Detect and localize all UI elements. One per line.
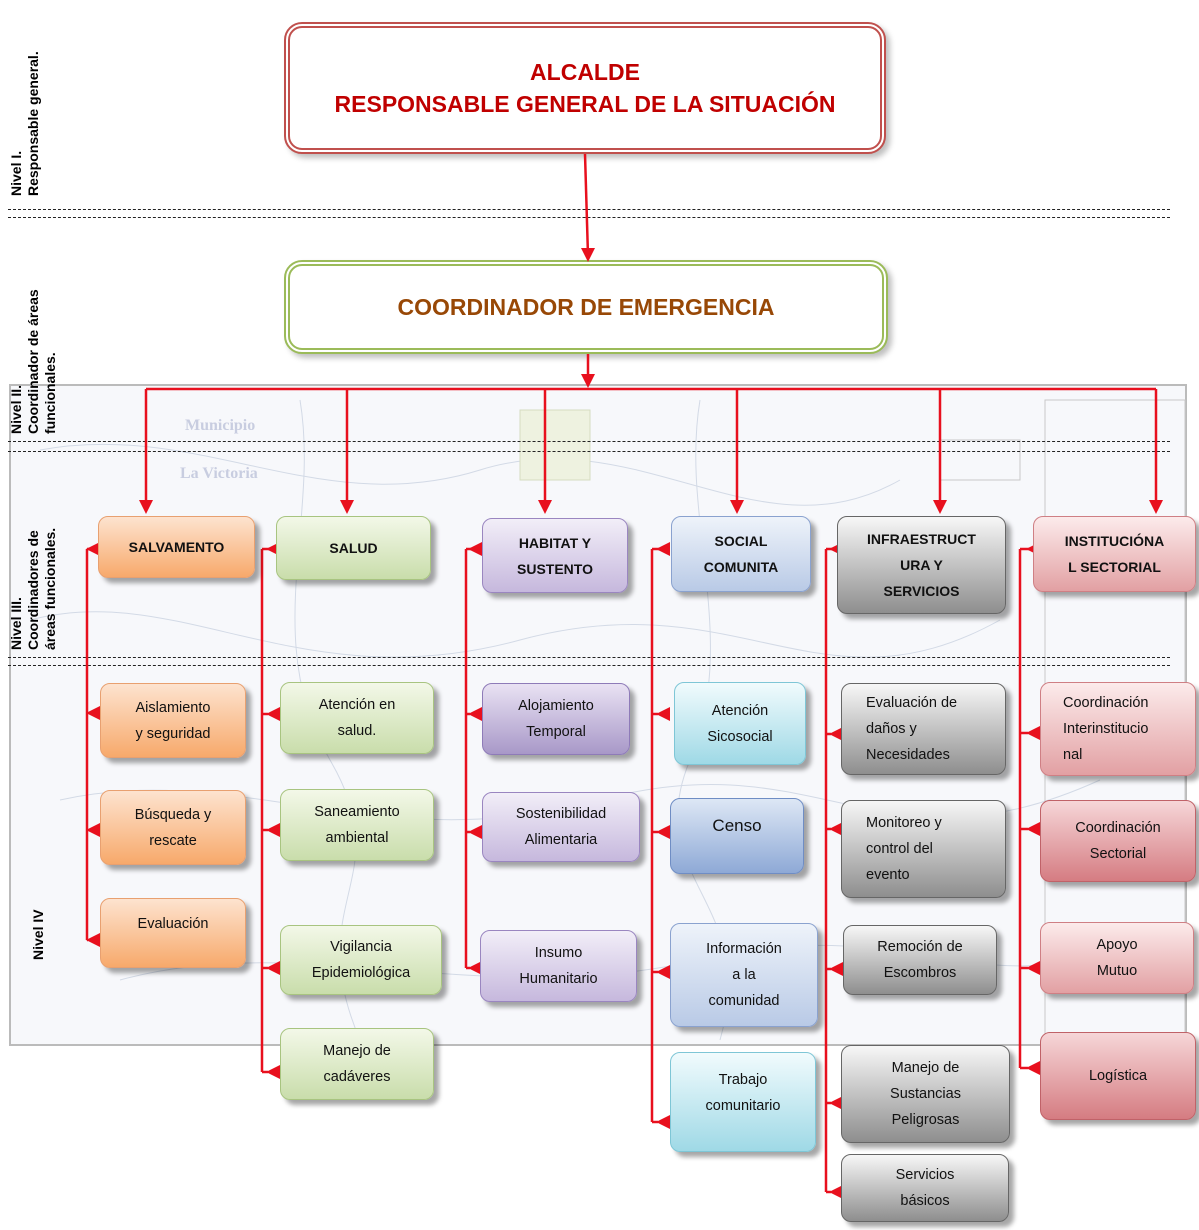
item-aislamiento-y-seguridad: Aislamiento y seguridad xyxy=(100,683,246,758)
arrow-header-3 xyxy=(656,542,670,556)
arrow-row-3-3 xyxy=(656,1115,670,1129)
map-label-la-victoria: La Victoria xyxy=(180,465,258,482)
map-label-municipio: Municipio xyxy=(185,417,255,434)
arrow-row-0-1 xyxy=(86,823,100,837)
arrow-row-1-2 xyxy=(266,961,280,975)
arrow-row-4-0 xyxy=(829,727,843,741)
header-salud: SALUD xyxy=(276,516,431,580)
arrow-row-5-1 xyxy=(1026,822,1040,836)
coordinador-box: COORDINADOR DE EMERGENCIA xyxy=(284,260,888,354)
item-logistica: Logística xyxy=(1040,1032,1196,1120)
alcalde-subtitle: RESPONSABLE GENERAL DE LA SITUACIÓN xyxy=(334,91,836,117)
item-manejo-de-cadaveres: Manejo de cadáveres xyxy=(280,1028,434,1100)
coordinador-title: COORDINADOR DE EMERGENCIA xyxy=(397,293,775,320)
arrow-row-1-3 xyxy=(266,1065,280,1079)
header-social-comunita: SOCIAL COMUNITA xyxy=(671,516,811,592)
arrow-drop-4 xyxy=(933,500,947,514)
item-atencion-sicosocial: Atención Sicosocial xyxy=(674,682,806,765)
item-manejo-de-sustancias-peligrosas: Manejo de Sustancias Peligrosas xyxy=(841,1045,1010,1143)
arrow-drop-3 xyxy=(730,500,744,514)
arrow-drop-2 xyxy=(538,500,552,514)
item-saneamiento-ambiental: Saneamiento ambiental xyxy=(280,789,434,861)
arrow-row-5-2 xyxy=(1026,961,1040,975)
item-coordinacion-sectorial: Coordinación Sectorial xyxy=(1040,800,1196,882)
arrow-header-2 xyxy=(468,542,482,556)
header-infraestructura-y-servicios: INFRAESTRUCT URA Y SERVICIOS xyxy=(837,516,1006,614)
connector-alcalde-coordinador xyxy=(583,153,590,257)
arrow-row-2-0 xyxy=(468,707,482,721)
arrow-header-0 xyxy=(86,542,100,556)
item-censo: Censo xyxy=(670,798,804,874)
arrow-row-4-1 xyxy=(829,822,843,836)
item-alojamiento-temporal: Alojamiento Temporal xyxy=(482,683,630,755)
separator-level-2 xyxy=(8,441,1170,442)
separator-level-3b xyxy=(8,665,1170,666)
arrow-row-4-4 xyxy=(829,1185,843,1199)
arrow-row-3-1 xyxy=(656,825,670,839)
header-institucional-sectorial: INSTITUCIÓNA L SECTORIAL xyxy=(1033,516,1196,592)
separator-level-1 xyxy=(8,209,1170,210)
item-evaluacion-de-danos: Evaluación de daños y Necesidades xyxy=(841,683,1006,775)
item-trabajo-comunitario: Trabajo comunitario xyxy=(670,1052,816,1152)
item-insumo-humanitario: Insumo Humanitario xyxy=(480,930,637,1002)
arrow-drop-0 xyxy=(139,500,153,514)
arrow-row-4-3 xyxy=(829,1096,843,1110)
arrow-row-1-0 xyxy=(266,707,280,721)
item-sostenibilidad-alimentaria: Sostenibilidad Alimentaria xyxy=(482,792,640,862)
arrow-row-3-2 xyxy=(656,965,670,979)
arrow-row-1-1 xyxy=(266,823,280,837)
separator-level-1b xyxy=(8,217,1170,218)
item-informacion-a-la-comunidad: Información a la comunidad xyxy=(670,923,818,1027)
alcalde-box: ALCALDE RESPONSABLE GENERAL DE LA SITUAC… xyxy=(284,22,886,154)
alcalde-title: ALCALDE xyxy=(530,59,640,85)
arrow-to-bus xyxy=(581,374,595,388)
arrow-row-5-3 xyxy=(1026,1061,1040,1075)
arrow-row-0-0 xyxy=(86,706,100,720)
arrow-row-2-2 xyxy=(468,961,482,975)
item-remocion-de-escombros: Remoción de Escombros xyxy=(843,925,997,995)
arrow-row-0-2 xyxy=(86,933,100,947)
item-apoyo-mutuo: Apoyo Mutuo xyxy=(1040,922,1194,994)
item-monitoreo-y-control: Monitoreo y control del evento xyxy=(841,800,1006,898)
separator-level-3 xyxy=(8,657,1170,658)
arrow-drop-5 xyxy=(1149,500,1163,514)
arrow-row-5-0 xyxy=(1026,726,1040,740)
arrow-drop-1 xyxy=(340,500,354,514)
arrow-to-coordinador xyxy=(581,248,595,262)
item-evaluacion: Evaluación xyxy=(100,898,246,968)
separator-level-2b xyxy=(8,451,1170,452)
item-coordinacion-interinstitucional: Coordinación Interinstitucio nal xyxy=(1040,682,1196,776)
item-atencion-en-salud: Atención en salud. xyxy=(280,682,434,754)
header-salvamento: SALVAMENTO xyxy=(98,516,255,578)
header-habitat-y-sustento: HABITAT Y SUSTENTO xyxy=(482,518,628,593)
item-vigilancia-epidemiologica: Vigilancia Epidemiológica xyxy=(280,925,442,995)
item-busqueda-y-rescate: Búsqueda y rescate xyxy=(100,790,246,865)
arrow-row-2-1 xyxy=(468,825,482,839)
arrow-row-4-2 xyxy=(829,962,843,976)
item-servicios-basicos: Servicios básicos xyxy=(841,1154,1009,1222)
arrow-row-3-0 xyxy=(656,707,670,721)
